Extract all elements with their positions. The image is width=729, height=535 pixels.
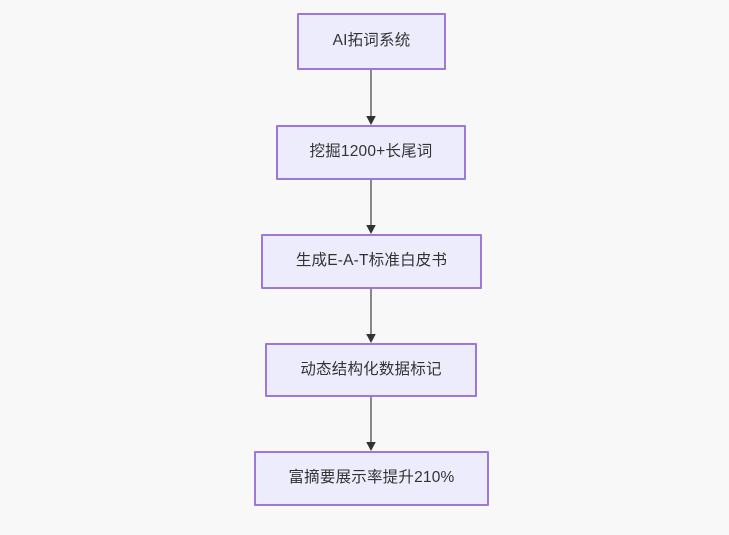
node-label: 挖掘1200+长尾词 [309, 143, 433, 161]
node-ai-keyword-system[interactable]: AI拓词系统 [297, 13, 446, 70]
arrowhead-icon [366, 116, 376, 125]
edge-generate-eat-whitepaper-to-dynamic-structured-data [366, 287, 376, 343]
edge-ai-keyword-system-to-mine-longtail-keywords [366, 68, 376, 125]
arrowhead-icon [366, 442, 376, 451]
node-label: AI拓词系统 [332, 32, 411, 50]
node-label: 富摘要展示率提升210% [288, 469, 455, 487]
node-label: 生成E-A-T标准白皮书 [295, 252, 448, 270]
node-generate-eat-whitepaper[interactable]: 生成E-A-T标准白皮书 [261, 234, 482, 289]
arrowhead-icon [366, 225, 376, 234]
node-label: 动态结构化数据标记 [300, 360, 442, 378]
edge-mine-longtail-keywords-to-generate-eat-whitepaper [366, 178, 376, 234]
arrowhead-icon [366, 334, 376, 343]
edge-dynamic-structured-data-to-rich-snippet-uplift [366, 395, 376, 451]
node-mine-longtail-keywords[interactable]: 挖掘1200+长尾词 [276, 125, 466, 180]
node-rich-snippet-uplift[interactable]: 富摘要展示率提升210% [254, 451, 489, 506]
node-dynamic-structured-data[interactable]: 动态结构化数据标记 [265, 343, 477, 397]
